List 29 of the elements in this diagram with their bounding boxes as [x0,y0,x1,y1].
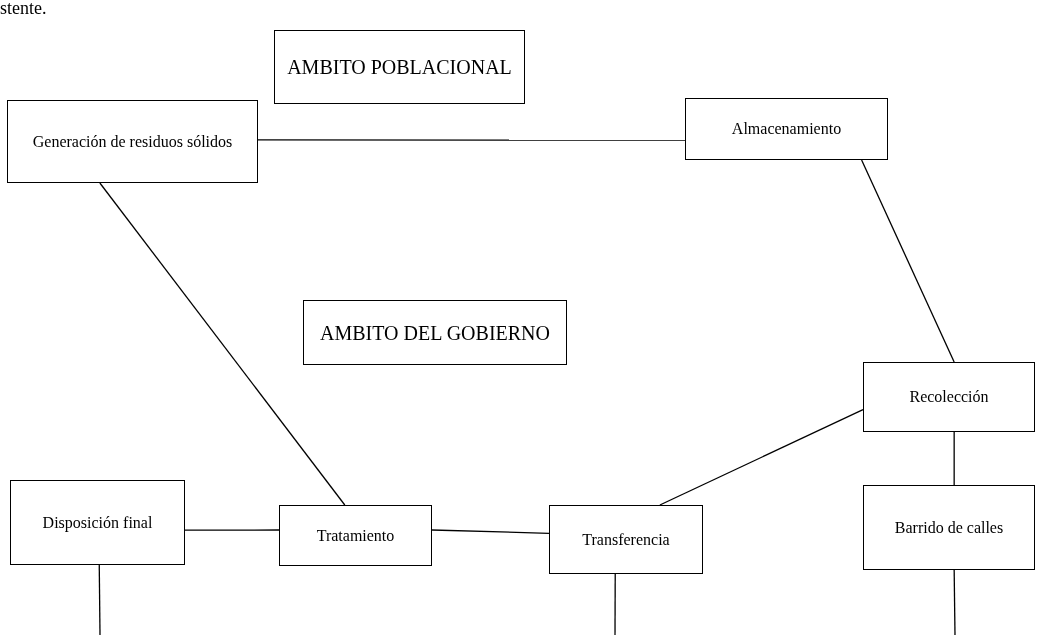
process-box [863,485,1035,570]
connector-line [659,408,864,506]
connector-line [184,529,280,531]
connector-line [953,431,955,486]
process-box [549,505,703,574]
box-label: Transferencia [582,529,670,550]
box-label: AMBITO POBLACIONAL [287,55,512,80]
connector-line [614,573,616,635]
connector-line [431,529,550,534]
connector-line [99,182,346,506]
process-box [863,362,1035,432]
process-box [303,300,567,365]
box-label: Barrido de calles [894,517,1004,538]
box-label: AMBITO DEL GOBIERNO [320,320,550,346]
box-label: Generación de residuos sólidos [32,131,233,152]
text-fragment: stente. [0,0,47,19]
box-label: Tratamiento [316,525,395,546]
process-box [685,98,888,160]
connector-line [860,159,955,363]
box-label: Almacenamiento [731,119,842,140]
connector-line [953,569,956,635]
process-box [274,30,525,104]
connector-line [257,139,686,141]
process-box [7,100,258,183]
box-label: Disposición final [42,512,153,534]
connector-line [98,564,101,635]
process-box [10,480,185,565]
process-box [279,505,432,566]
box-label: Recolección [909,387,989,408]
